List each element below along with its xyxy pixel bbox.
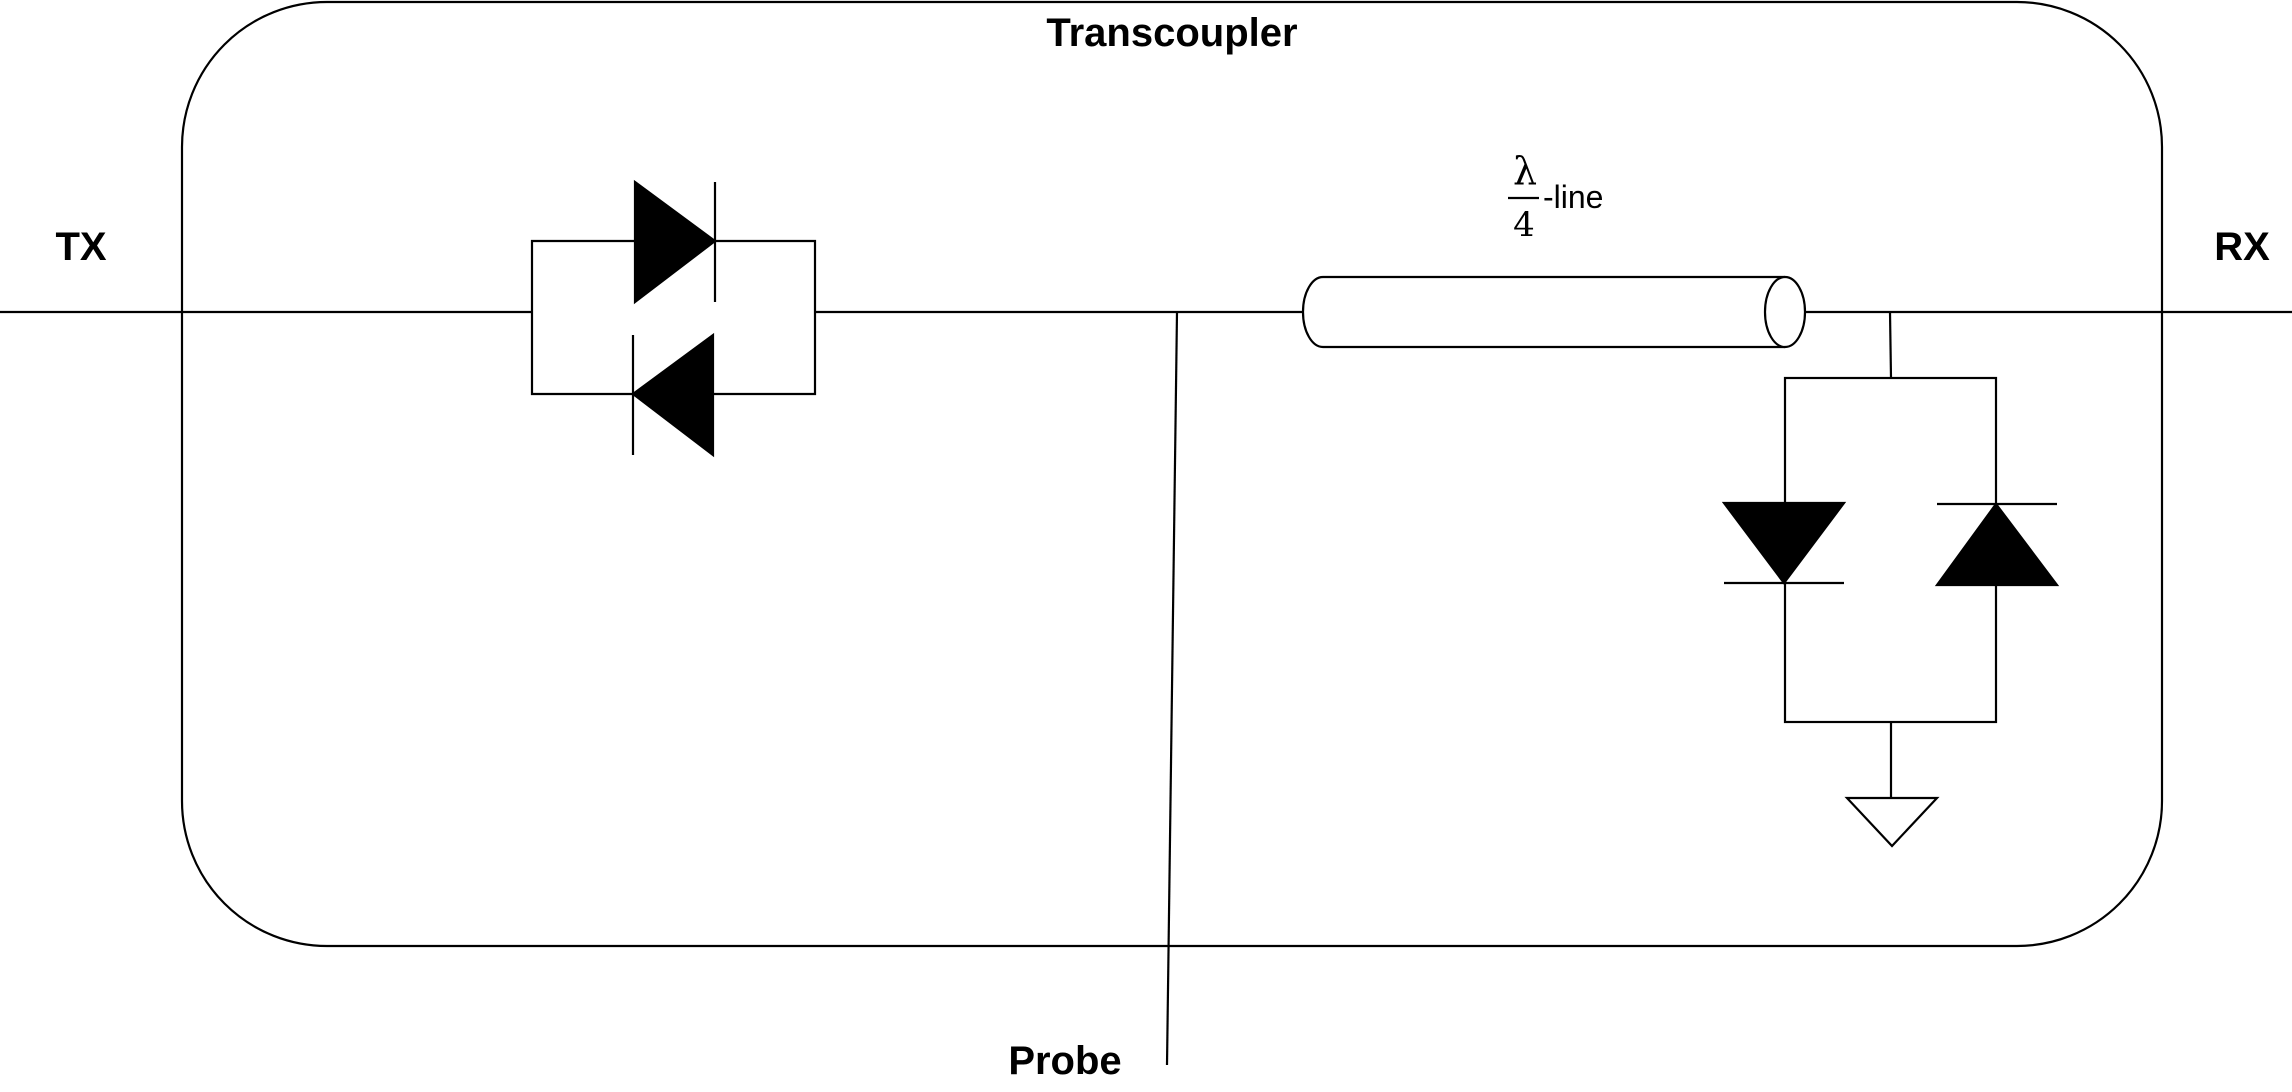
series-diode-upper [633, 179, 717, 305]
denominator-four: 4 [1513, 205, 1535, 245]
series-diode-lower [631, 332, 715, 458]
shunt-diode-pair [1721, 311, 2060, 724]
probe-wire [1165, 311, 1179, 1066]
shunt-diode-right [1934, 502, 2060, 587]
probe-label: Probe [1008, 1039, 1121, 1083]
line-suffix: -line [1543, 179, 1603, 215]
quarter-wave-label: λ 4 -line [1508, 149, 1603, 245]
quarter-wave-line [1301, 275, 1807, 349]
series-diode-pair [530, 179, 817, 458]
transcoupler-title: Transcoupler [1046, 11, 1297, 55]
tx-label: TX [55, 225, 106, 269]
rx-label: RX [2214, 225, 2270, 269]
lambda-symbol: λ [1513, 149, 1537, 193]
ground-symbol [1844, 722, 1940, 848]
transcoupler-enclosure [180, 0, 2164, 948]
shunt-diode-left [1721, 501, 1847, 585]
